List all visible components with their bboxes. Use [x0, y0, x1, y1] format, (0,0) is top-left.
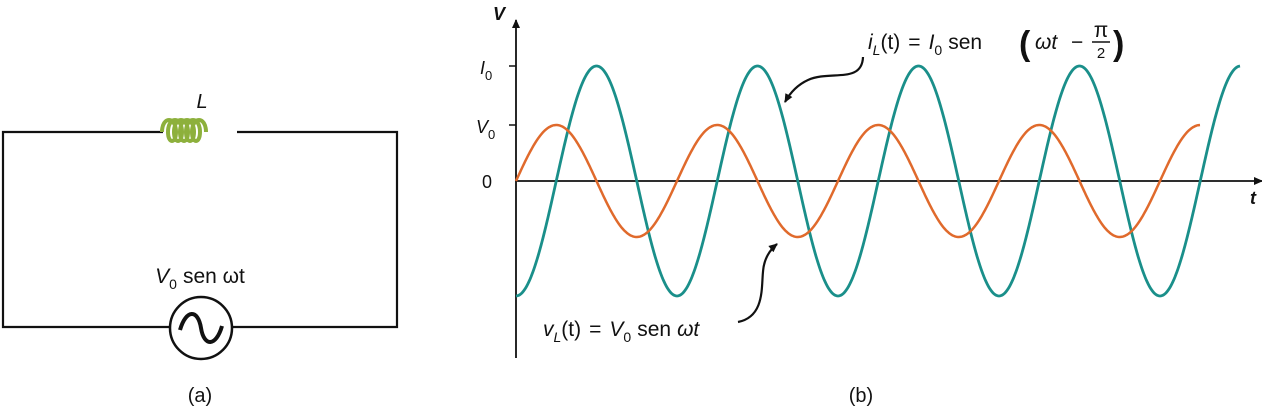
- voltage-curve: [514, 123, 1201, 239]
- voltage-pointer-arrow: [737, 243, 778, 324]
- current-frac-num: π: [1094, 19, 1109, 42]
- panel-a-caption: (a): [188, 385, 212, 407]
- current-pointer-arrow: [784, 56, 865, 103]
- ac-source-icon: [168, 295, 234, 361]
- tick-label-zero: 0: [482, 172, 492, 192]
- current-frac-den: 2: [1097, 45, 1105, 62]
- current-open-paren: (: [1019, 25, 1031, 63]
- tick-label-v0: V0: [476, 117, 495, 142]
- current-minus: −: [1071, 31, 1083, 54]
- inductor-coil-icon: [160, 118, 208, 143]
- x-axis-label: t: [1250, 188, 1257, 208]
- circuit-wire-top-right: [232, 130, 399, 329]
- tick-label-i0: I0: [480, 58, 492, 83]
- y-axis-label: V: [493, 4, 507, 24]
- inductor-label: L: [196, 91, 207, 113]
- current-close-paren: ): [1113, 25, 1124, 63]
- current-curve: [515, 64, 1241, 298]
- current-omega-t: ωt: [1035, 31, 1058, 54]
- circuit-wire-top-left: [1, 130, 170, 329]
- panel-b-caption: (b): [849, 385, 873, 407]
